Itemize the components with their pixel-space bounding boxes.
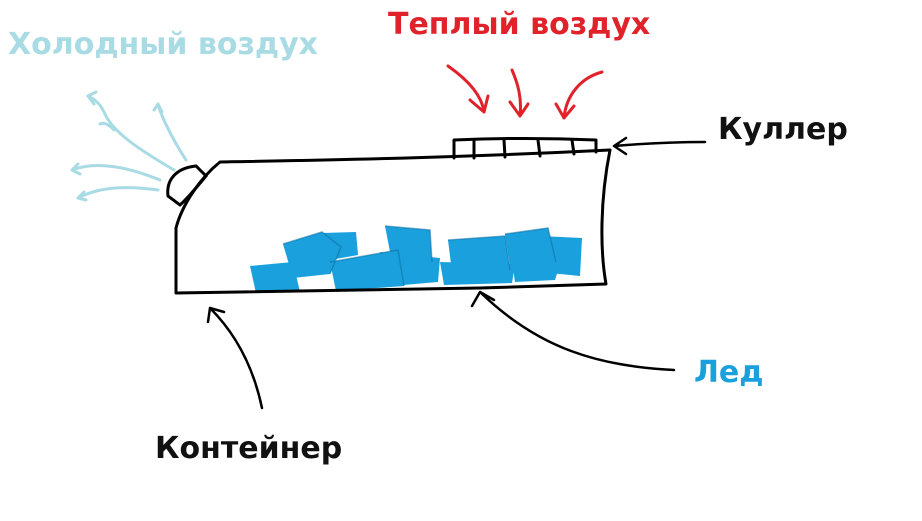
ice-cubes: [250, 226, 582, 293]
warm-air-flow: [446, 64, 604, 120]
ice-cube: [440, 262, 515, 285]
warm-air-label: Теплый воздух: [388, 7, 651, 42]
cooler-fan: [452, 137, 598, 160]
ice-cube: [512, 262, 560, 282]
outlet-nozzle: [166, 164, 209, 207]
warm-air-arrow: [446, 64, 490, 114]
cooler-pointer-arrow: [612, 136, 707, 156]
warm-air-arrow: [508, 68, 530, 118]
ice-pointer-arrow: [470, 290, 676, 372]
container-body: [174, 148, 612, 295]
ice-cube: [380, 252, 440, 286]
ice-label: Лед: [694, 355, 764, 390]
ice-outlines: [282, 225, 557, 287]
ice-cube: [250, 262, 300, 293]
warm-air-arrow: [554, 70, 604, 120]
cold-air-flow: [70, 90, 188, 202]
container-pointer-arrow: [206, 306, 264, 410]
cold-air-label: Холодный воздух: [8, 27, 319, 62]
pointer-arrows: [206, 136, 707, 410]
ice-cube: [385, 226, 432, 262]
cooler-label: Куллер: [718, 112, 848, 147]
container-label: Контейнер: [155, 431, 343, 466]
